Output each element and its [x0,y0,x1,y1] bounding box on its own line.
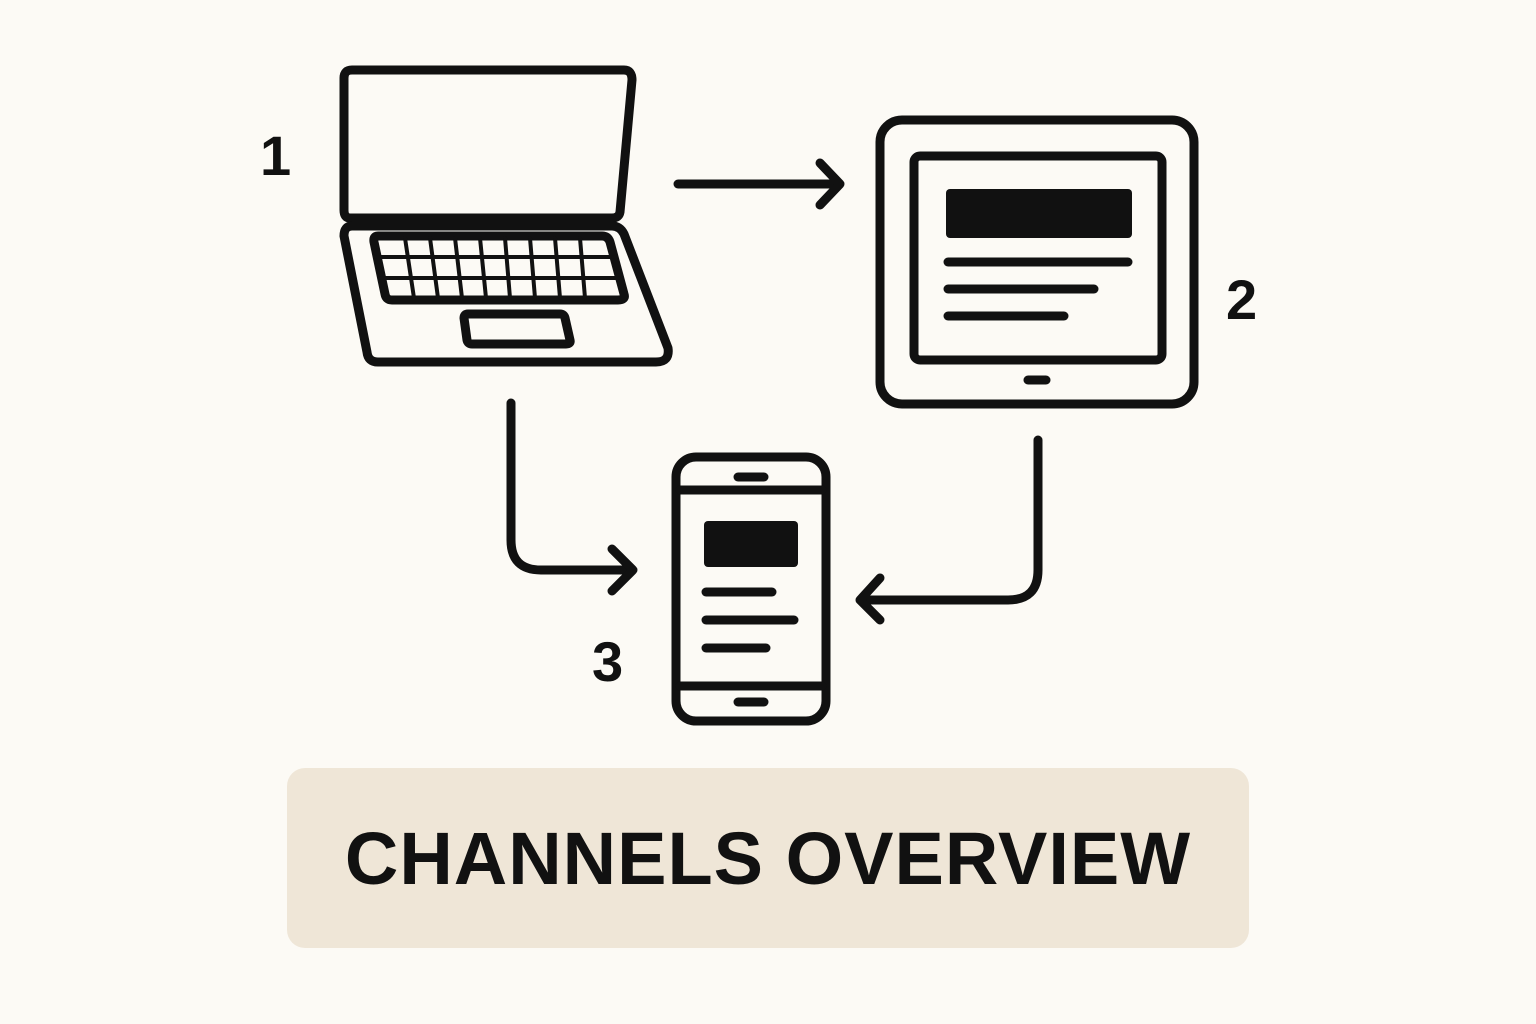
step-number-phone: 3 [592,630,624,693]
diagram-title: CHANNELS OVERVIEW [344,816,1192,900]
step-number-tablet: 2 [1226,268,1258,331]
smartphone-icon [671,452,831,726]
title-banner: CHANNELS OVERVIEW [287,768,1249,948]
arrow-laptop-to-phone [506,398,638,596]
arrow-laptop-to-tablet [673,158,845,210]
laptop-keys [375,236,620,300]
laptop-icon [339,65,673,367]
tablet-banner-block [946,189,1132,238]
arrow-tablet-to-phone [855,435,1043,625]
step-number-laptop: 1 [260,124,292,187]
phone-banner-block [704,521,798,567]
tablet-icon [875,115,1199,409]
